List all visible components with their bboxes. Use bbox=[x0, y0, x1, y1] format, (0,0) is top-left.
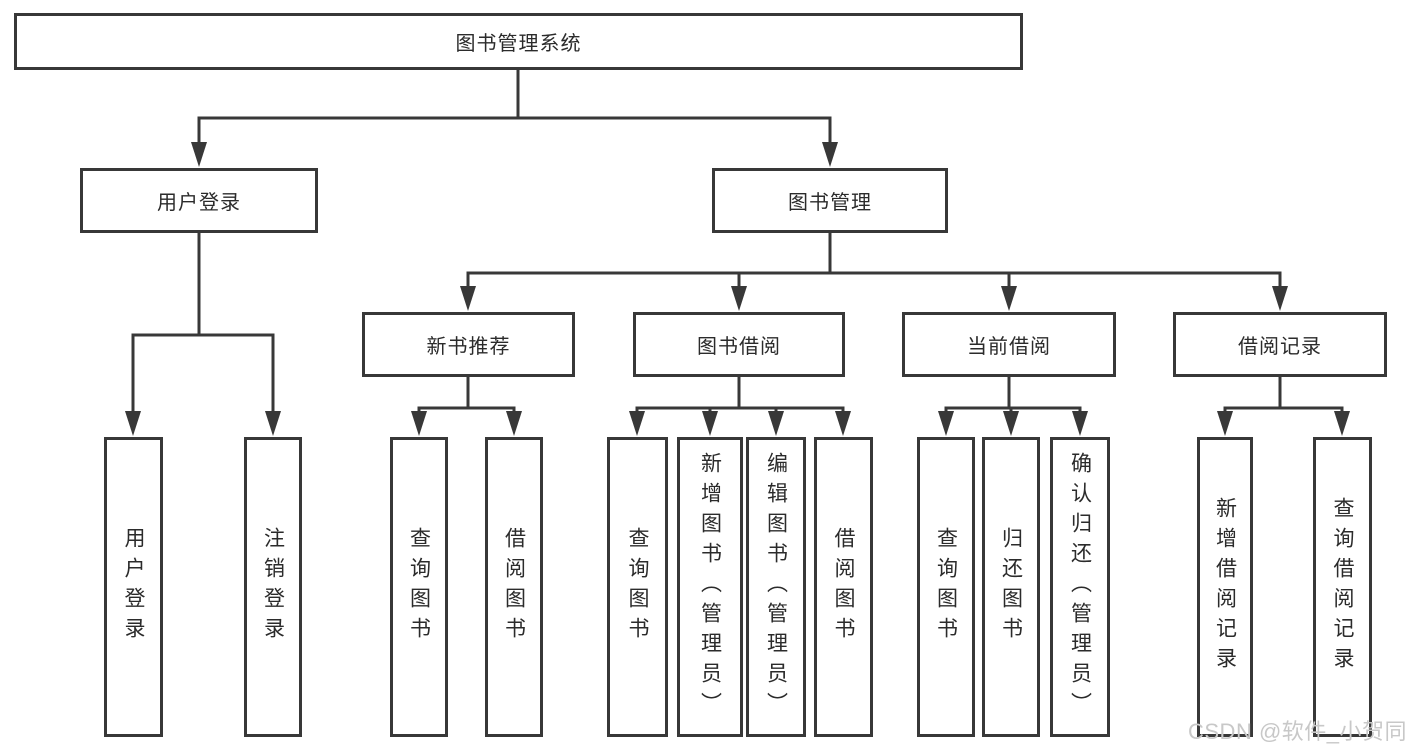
node-label: 新增图书（管理员） bbox=[698, 452, 722, 722]
node-edit-books-admin: 编辑图书（管理员） bbox=[746, 437, 806, 737]
node-library-system: 图书管理系统 bbox=[14, 13, 1023, 70]
node-book-borrowing: 图书借阅 bbox=[633, 312, 845, 377]
node-confirm-return-admin: 确认归还（管理员） bbox=[1050, 437, 1110, 737]
node-label: 查询图书 bbox=[934, 527, 958, 647]
node-current-borrowing: 当前借阅 bbox=[902, 312, 1116, 377]
node-label: 借阅图书 bbox=[832, 527, 855, 647]
node-return-books: 归还图书 bbox=[982, 437, 1040, 737]
node-label: 编辑图书（管理员） bbox=[764, 452, 788, 722]
node-user-login: 用户登录 bbox=[80, 168, 318, 233]
node-label: 归还图书 bbox=[999, 527, 1023, 647]
node-query-books-borrowing: 查询图书 bbox=[607, 437, 668, 737]
node-label: 查询图书 bbox=[626, 527, 649, 647]
node-label: 新增借阅记录 bbox=[1213, 497, 1237, 677]
node-label: 新书推荐 bbox=[426, 336, 511, 358]
node-label: 图书借阅 bbox=[697, 336, 781, 358]
node-new-book-recommend: 新书推荐 bbox=[362, 312, 575, 377]
node-user-login-action: 用户登录 bbox=[104, 437, 163, 737]
node-label: 图书管理 bbox=[788, 192, 872, 214]
node-label: 用户登录 bbox=[122, 527, 145, 647]
watermark-text: CSDN @软件_小贺同学 bbox=[1188, 719, 1405, 744]
node-label: 当前借阅 bbox=[967, 336, 1051, 358]
node-label: 注销登录 bbox=[261, 527, 285, 647]
node-label: 查询借阅记录 bbox=[1331, 497, 1354, 677]
node-add-books-admin: 新增图书（管理员） bbox=[677, 437, 743, 737]
node-borrow-books-borrowing: 借阅图书 bbox=[814, 437, 873, 737]
node-borrow-books-recommend: 借阅图书 bbox=[485, 437, 543, 737]
node-label: 确认归还（管理员） bbox=[1068, 452, 1092, 722]
node-label: 图书管理系统 bbox=[455, 33, 582, 55]
node-query-books-recommend: 查询图书 bbox=[390, 437, 448, 737]
node-book-management: 图书管理 bbox=[712, 168, 948, 233]
node-query-borrow-record: 查询借阅记录 bbox=[1313, 437, 1372, 737]
node-label: 查询图书 bbox=[407, 527, 431, 647]
node-query-books-current: 查询图书 bbox=[917, 437, 975, 737]
node-borrow-records: 借阅记录 bbox=[1173, 312, 1387, 377]
node-label: 用户登录 bbox=[157, 192, 241, 214]
arrowheads bbox=[125, 142, 1350, 436]
node-logout-action: 注销登录 bbox=[244, 437, 302, 737]
node-add-borrow-record: 新增借阅记录 bbox=[1197, 437, 1253, 737]
node-label: 借阅图书 bbox=[502, 527, 526, 647]
node-label: 借阅记录 bbox=[1238, 336, 1322, 358]
